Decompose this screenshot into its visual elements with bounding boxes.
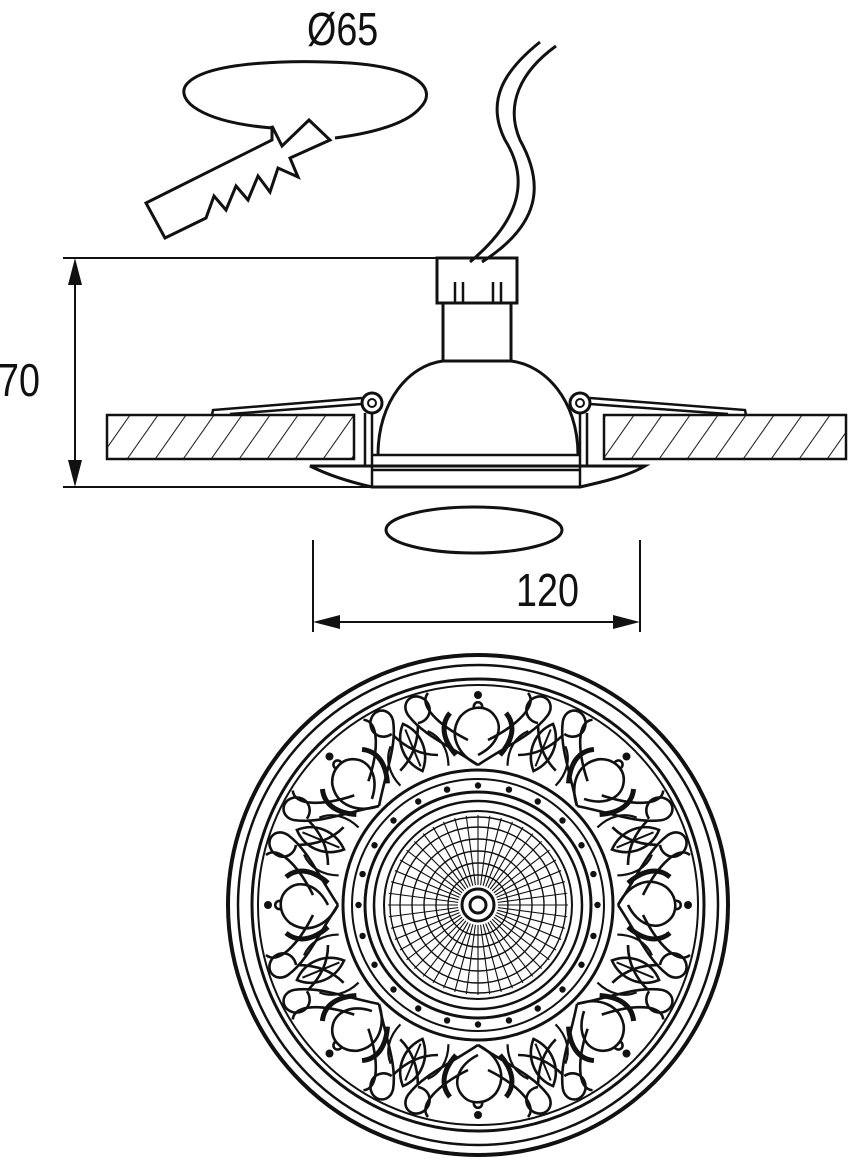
light-aperture [384, 505, 564, 555]
connector-block [435, 256, 519, 305]
ceiling-left [105, 413, 356, 461]
spring-clip-left [210, 391, 384, 416]
width-dimension [312, 540, 641, 632]
reflector-facets [388, 815, 568, 995]
height-label: 70 [0, 354, 40, 405]
cutout-diagram: Ø65 [143, 3, 428, 240]
lamp-base [441, 301, 513, 363]
lamp-reflector [376, 359, 580, 456]
spring-clip-right [568, 391, 748, 416]
saw-icon [143, 117, 333, 240]
bezel-rivets [355, 782, 601, 1028]
cutout-diameter-label: Ø65 [307, 3, 378, 54]
power-wires [469, 40, 557, 264]
cutout-circle [182, 60, 428, 140]
width-label: 120 [516, 564, 579, 615]
ceiling-right [602, 413, 848, 461]
floral-ornament-ring [264, 691, 692, 1119]
height-dimension [68, 258, 82, 487]
trim-flange [309, 464, 651, 489]
side-view: 70 120 [0, 256, 848, 632]
front-view [226, 653, 730, 1157]
